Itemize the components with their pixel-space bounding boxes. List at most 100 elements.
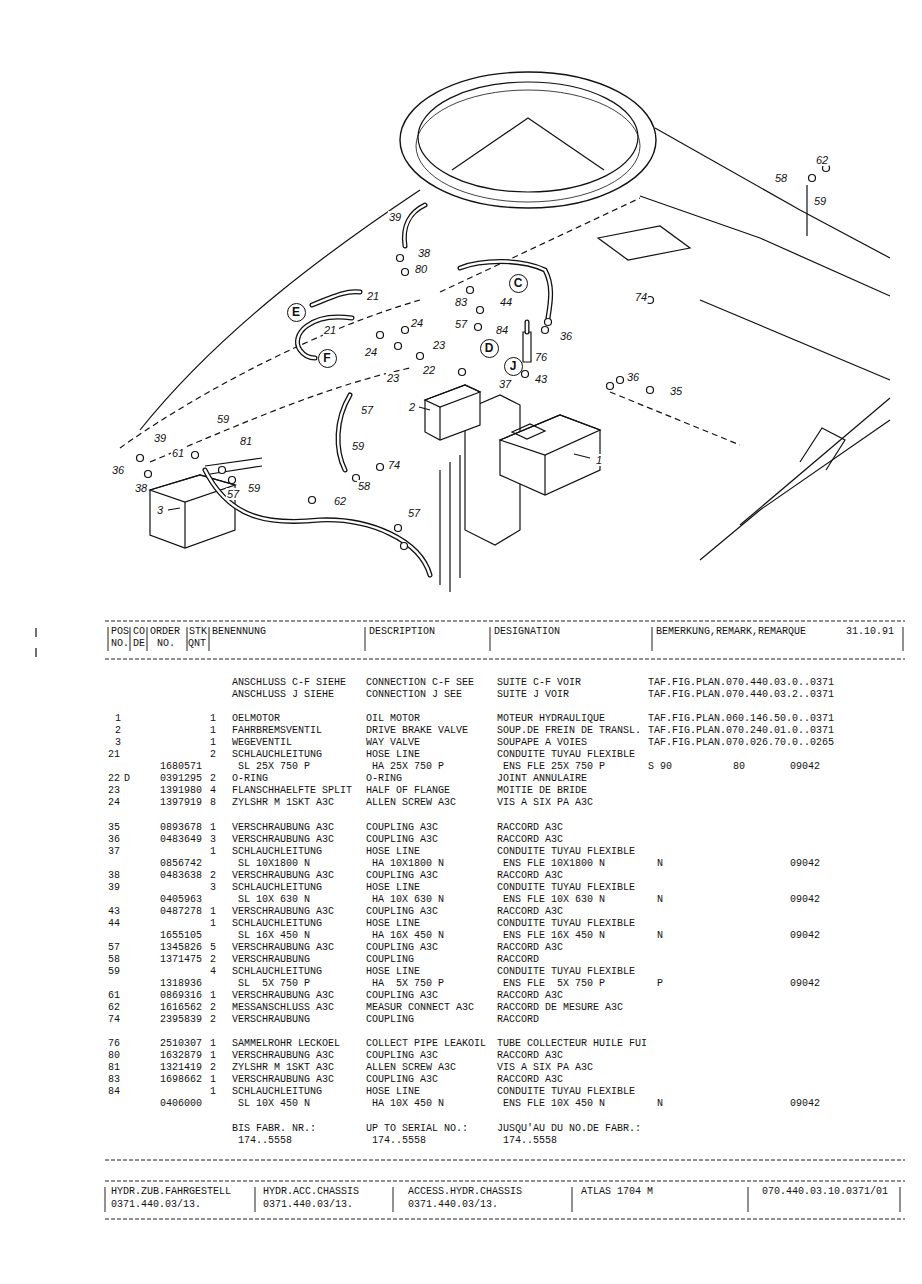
fitting-symbol — [145, 471, 152, 478]
table-cell: 2 — [210, 1002, 216, 1014]
table-cell: VERSCHRAUBUNG A3C — [232, 942, 334, 954]
table-cell: OIL MOTOR — [366, 713, 420, 725]
table-cell: O-RING — [232, 773, 268, 785]
table-cell: CONNECTION J SEE — [366, 689, 462, 701]
callout-number: 37 — [498, 378, 512, 390]
table-cell: SL 16X 450 N — [238, 930, 310, 942]
table-cell: SOUP.DE FREIN DE TRANSL. — [497, 725, 641, 737]
connection-circle: E — [287, 303, 306, 322]
hose — [404, 205, 425, 246]
table-cell: 1 — [210, 1086, 216, 1098]
callout-number: 44 — [499, 296, 513, 308]
machine-outline — [500, 415, 600, 495]
column-bar — [130, 627, 131, 651]
fitting-symbol — [397, 255, 404, 262]
callout-number: 2 — [408, 401, 416, 413]
table-cell: DESCRIPTION — [369, 626, 435, 638]
table-cell: 4 — [210, 966, 216, 978]
callout-number: 3 — [156, 504, 164, 516]
callout-number: 84 — [495, 324, 509, 336]
fitting-symbol — [401, 543, 408, 550]
hose — [460, 262, 551, 319]
callout-number: 57 — [454, 318, 468, 330]
table-cell: JUSQU'AU DU NO.DE FABR.: — [497, 1123, 641, 1135]
callout-number: 23 — [386, 372, 400, 384]
table-cell: 0371.440.03/13. — [263, 1199, 353, 1211]
fitting-symbol — [377, 464, 384, 471]
table-cell: JOINT ANNULAIRE — [497, 773, 587, 785]
table-cell: TAF.FIG.PLAN.070.240.01.0..0371 — [648, 725, 834, 737]
fitting-symbol — [647, 387, 654, 394]
callout-number: 1 — [595, 454, 603, 466]
table-cell: P — [657, 978, 663, 990]
table-cell: 2395839 — [160, 1014, 202, 1026]
table-cell: TAF.FIG.PLAN.070.440.03.2..0371 — [648, 689, 834, 701]
table-cell: 1 — [210, 737, 216, 749]
callout-number: 74 — [634, 291, 648, 303]
table-cell: ENS FLE 10X1800 N — [503, 858, 605, 870]
machine-outline — [150, 368, 410, 462]
table-cell: 09042 — [790, 761, 820, 773]
hose-lines — [205, 205, 551, 575]
table-cell: TAF.FIG.PLAN.070.026.70.0..0265 — [648, 737, 834, 749]
table-cell: RACCORD A3C — [497, 1050, 563, 1062]
machine-outline — [150, 475, 235, 548]
machine-outline — [598, 226, 690, 260]
table-cell: 0483649 — [160, 834, 202, 846]
connection-circle: J — [504, 357, 523, 376]
table-cell: HA 16X 450 N — [372, 930, 444, 942]
callout-number: 62 — [815, 154, 829, 166]
callout-number: 83 — [454, 296, 468, 308]
dashed-rule — [105, 1219, 905, 1220]
table-cell: WEGEVENTIL — [232, 737, 292, 749]
machine-outline — [210, 466, 262, 474]
connection-circle: C — [509, 274, 528, 293]
fitting-symbol — [522, 371, 529, 378]
table-cell: MEASUR CONNECT A3C — [366, 1002, 474, 1014]
table-cell: 21 — [108, 749, 120, 761]
table-cell: 3 — [210, 882, 216, 894]
table-cell: BIS FABR. NR.: — [232, 1123, 316, 1135]
table-cell: 070.440.03.10.0371/01 — [762, 1186, 888, 1198]
machine-outline — [439, 407, 440, 440]
hose — [404, 205, 425, 246]
machine-outline — [523, 332, 531, 362]
fitting-symbol — [192, 452, 199, 459]
table-cell: MESSANSCHLUSS A3C — [232, 1002, 334, 1014]
table-cell: 2510307 — [160, 1038, 202, 1050]
table-cell: ENS FLE 10X 630 N — [503, 894, 605, 906]
column-bar — [255, 1187, 256, 1212]
table-cell: RACCORD A3C — [497, 906, 563, 918]
callout-number: 36 — [111, 464, 125, 476]
table-cell: 35 — [108, 822, 120, 834]
fitting-symbol — [402, 269, 409, 276]
column-bar — [748, 1187, 749, 1212]
table-cell: SCHLAUCHLEITUNG — [232, 846, 322, 858]
callout-number: 38 — [134, 482, 148, 494]
table-cell: 1616562 — [160, 1002, 202, 1014]
connection-letter: J — [510, 360, 517, 372]
table-cell: 0487278 — [160, 906, 202, 918]
column-bar — [209, 627, 210, 651]
table-cell: 1 — [210, 822, 216, 834]
table-cell: SUITE J VOIR — [497, 689, 569, 701]
table-cell: VERSCHRAUBUNG — [232, 1014, 310, 1026]
table-cell: SCHLAUCHLEITUNG — [232, 1086, 322, 1098]
callout-number: 24 — [364, 346, 378, 358]
column-bars — [105, 627, 903, 1212]
machine-outline — [700, 420, 890, 560]
table-cell: 4 — [210, 785, 216, 797]
callout-number: 21 — [323, 324, 337, 336]
column-bar — [903, 627, 904, 651]
callout-number: 81 — [239, 435, 253, 447]
table-cell: SL 10X 630 N — [238, 894, 310, 906]
fitting-symbol — [545, 319, 552, 326]
table-cell: HA 25X 750 P — [372, 761, 444, 773]
hose — [205, 470, 430, 575]
table-cell: WAY VALVE — [366, 737, 420, 749]
hose — [338, 395, 350, 470]
table-cell: 3 — [115, 737, 121, 749]
column-bar — [365, 627, 366, 651]
fitting-symbol — [377, 332, 384, 339]
callout-number: 76 — [534, 351, 548, 363]
